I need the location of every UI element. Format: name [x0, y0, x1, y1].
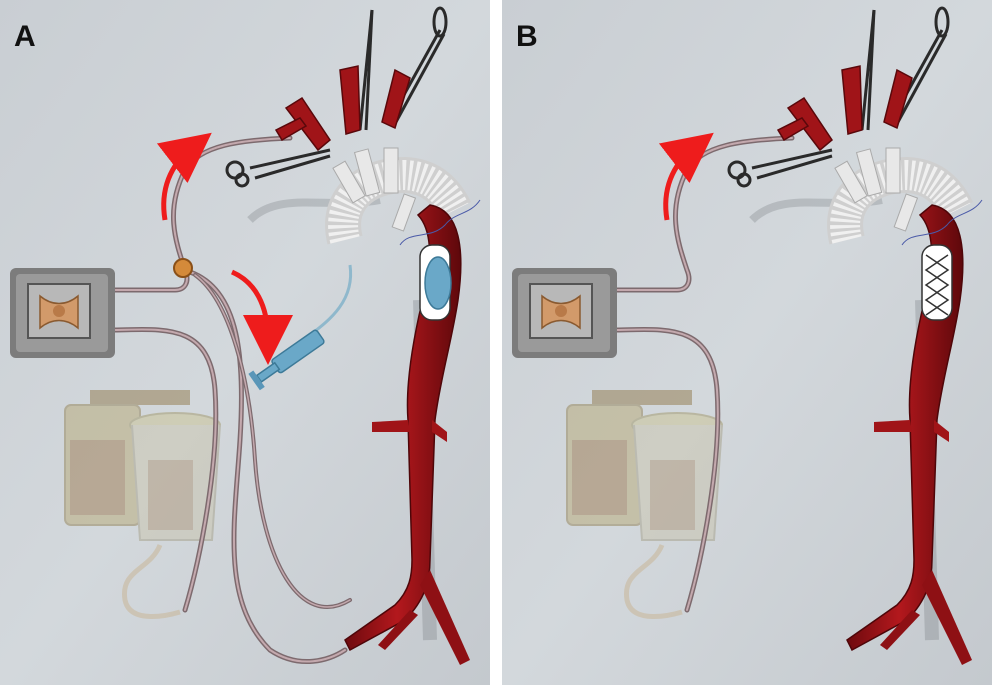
flow-arrow [658, 132, 714, 221]
panel-b: B [502, 0, 992, 685]
stent-mesh [924, 254, 950, 316]
suture [399, 199, 481, 246]
suture [901, 199, 983, 246]
supra-aortic-vessels [274, 65, 411, 152]
balloon [424, 256, 452, 310]
aorta [846, 204, 972, 665]
flow-arrow [156, 132, 212, 221]
aorta [344, 204, 470, 665]
canister-icon [64, 390, 221, 619]
stent-graft-icon [827, 147, 974, 245]
flow-arrow [230, 269, 293, 365]
clamp-icon [860, 9, 876, 131]
panel-b-illustration [502, 0, 992, 685]
stent-graft-icon [325, 147, 472, 245]
panel-label-a: A [14, 20, 36, 53]
supra-aortic-vessels [776, 65, 913, 152]
panel-divider [490, 0, 502, 685]
clamp-icon [727, 148, 833, 188]
panel-a-illustration [0, 0, 490, 685]
roller-pump-icon [512, 268, 617, 358]
clamp-icon [358, 9, 374, 131]
clamp-icon [225, 148, 331, 188]
canister-icon [566, 390, 723, 619]
y-connector-icon [173, 258, 193, 278]
panel-label-b: B [516, 20, 538, 53]
roller-pump-icon [10, 268, 115, 358]
perfusion-tubing [609, 135, 795, 613]
perfusion-tubing [107, 135, 352, 665]
panel-a: A [0, 0, 490, 685]
